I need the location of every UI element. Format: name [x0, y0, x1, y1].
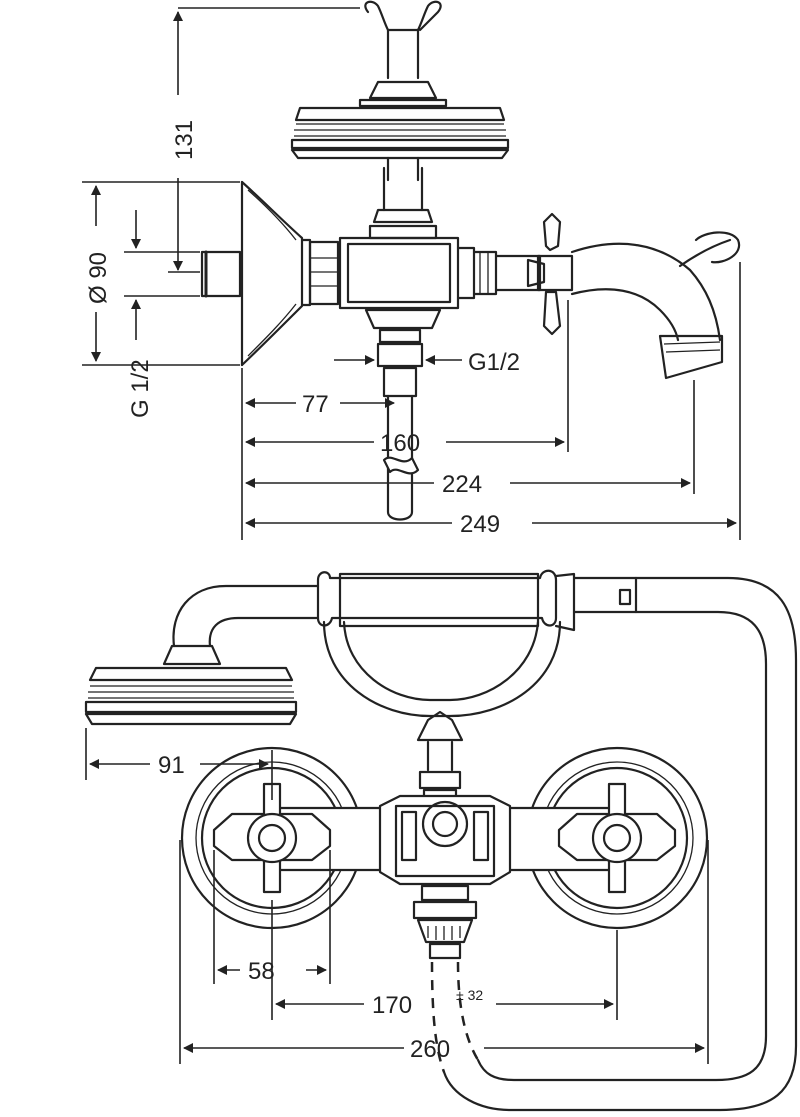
spout-side: [570, 231, 741, 380]
dim-dia-90-label: Ø 90: [85, 252, 112, 304]
dim-58-label: 58: [248, 958, 275, 985]
wall-rosette-side: [200, 180, 312, 367]
dim-170-tolerance: ± 32: [456, 987, 483, 1003]
mixer-bar-front: [268, 794, 622, 886]
dim-91: 91: [85, 728, 273, 800]
dim-249-label: 249: [460, 511, 500, 538]
dim-91-label: 91: [158, 752, 185, 779]
front-view: 91 58 170 ± 32 260: [84, 569, 798, 1112]
dim-thread-outlet: G1/2: [334, 349, 520, 376]
dim-160-label: 160: [380, 430, 420, 457]
outlet-front: [412, 884, 480, 1073]
dim-131-label: 131: [171, 120, 198, 160]
shower-arm-front: [172, 584, 320, 648]
cross-handle-left-front: [212, 782, 332, 894]
dim-131: 131: [168, 7, 360, 273]
dim-260-label: 260: [410, 1036, 450, 1063]
dim-horizontal-side: 77 160 224 249: [241, 262, 741, 540]
cross-handle-side: [526, 212, 574, 336]
cross-handle-right-front: [557, 782, 677, 894]
dim-dia-90: Ø 90: [82, 181, 240, 366]
outlet-side: [364, 308, 442, 521]
mixer-body-side: [308, 236, 542, 310]
dim-77-label: 77: [302, 391, 329, 418]
shower-head-side: [290, 0, 510, 182]
dim-thread-outlet-label: G1/2: [468, 349, 520, 376]
dim-170-label: 170: [372, 992, 412, 1019]
shower-head-front: [84, 644, 298, 726]
dim-horizontal-front: 58 170 ± 32 260: [179, 840, 709, 1064]
side-view: 131 Ø 90 G 1/2 G1/2: [82, 0, 741, 540]
dim-thread-left: G 1/2: [124, 210, 200, 418]
hand-shower-front: [316, 569, 638, 718]
center-stem-front: [416, 710, 464, 808]
riser-pipe: [368, 166, 438, 240]
hose-loop: [442, 576, 798, 1112]
dim-224-label: 224: [442, 471, 482, 498]
dim-thread-left-label: G 1/2: [127, 359, 154, 418]
